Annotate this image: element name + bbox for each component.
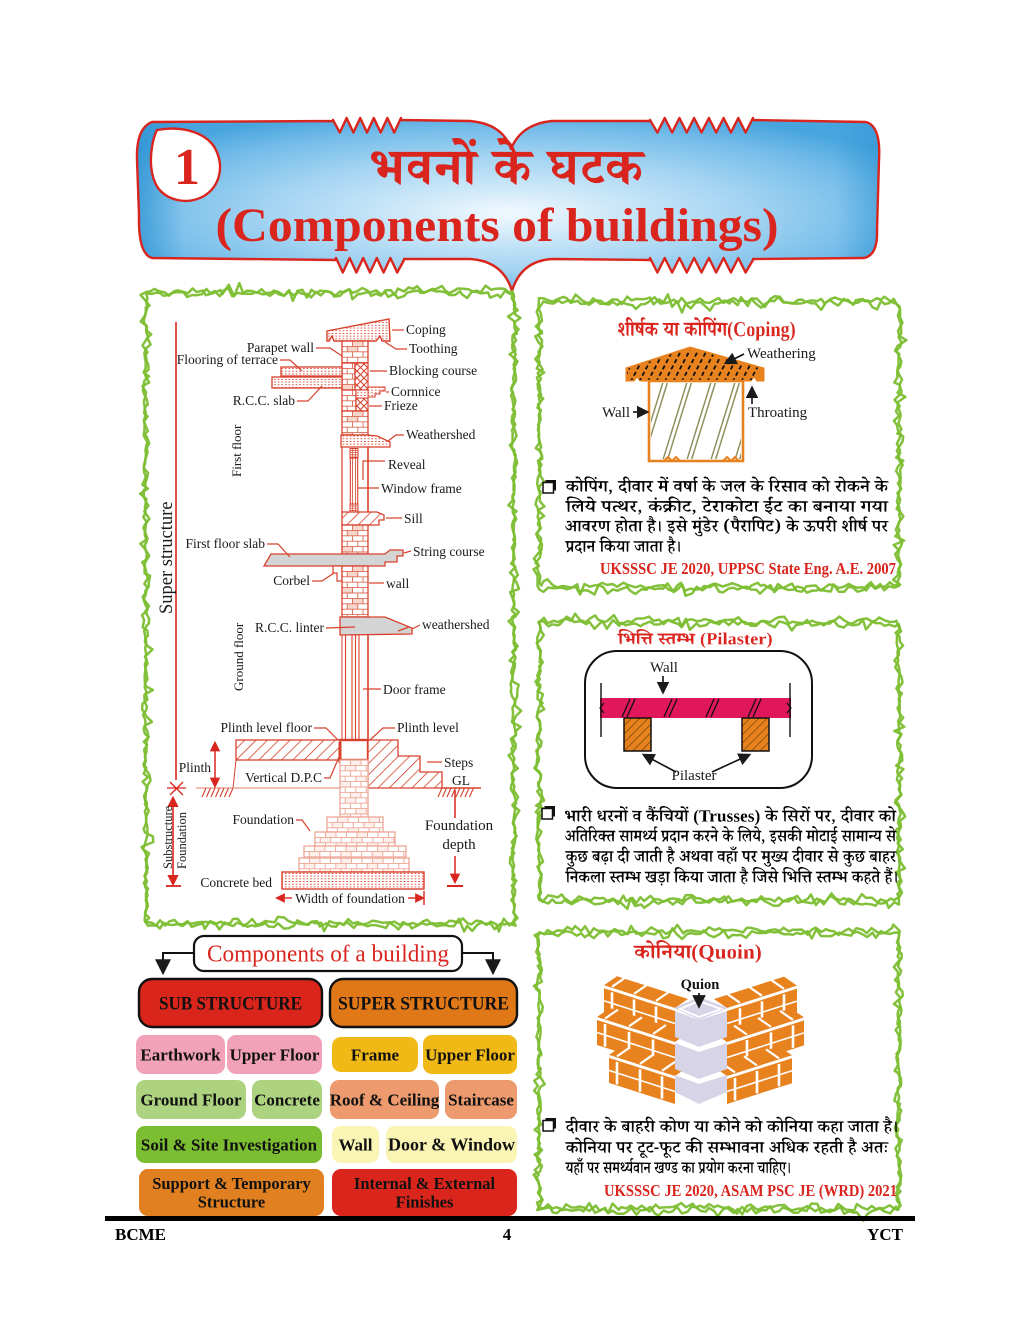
svg-text:Substructure: Substructure — [161, 805, 175, 869]
svg-text:Window frame: Window frame — [381, 481, 462, 496]
svg-text:Pilaster: Pilaster — [672, 768, 717, 784]
svg-text:Earthwork: Earthwork — [140, 1045, 221, 1064]
svg-text:Roof & Ceiling: Roof & Ceiling — [330, 1090, 440, 1109]
svg-text:1: 1 — [174, 139, 200, 196]
svg-text:Cornnice: Cornnice — [391, 384, 441, 399]
svg-text:(Components of buildings): (Components of buildings) — [216, 199, 779, 252]
svg-text:First floor slab: First floor slab — [186, 536, 266, 551]
svg-text:Foundation: Foundation — [232, 812, 294, 827]
svg-text:Soil & Site Investigation: Soil & Site Investigation — [141, 1135, 318, 1154]
svg-text:Concrete: Concrete — [254, 1090, 320, 1109]
svg-text:Door & Window: Door & Window — [388, 1135, 515, 1155]
svg-text:weathershed: weathershed — [422, 617, 490, 632]
svg-text:Coping: Coping — [406, 322, 446, 337]
svg-text:Concrete bed: Concrete bed — [200, 875, 272, 890]
svg-text:Throating: Throating — [748, 405, 808, 421]
svg-text:Super structure: Super structure — [157, 501, 177, 614]
svg-text:wall: wall — [386, 576, 409, 591]
svg-text:First floor: First floor — [229, 424, 244, 477]
svg-text:Internal & External: Internal & External — [354, 1174, 496, 1193]
svg-text:Sill: Sill — [404, 511, 423, 526]
svg-text:Wall: Wall — [602, 405, 630, 421]
svg-text:Frieze: Frieze — [384, 398, 418, 413]
svg-text:4: 4 — [503, 1225, 512, 1244]
svg-text:Quion: Quion — [681, 977, 720, 993]
svg-text:Weathershed: Weathershed — [406, 427, 476, 442]
svg-text:Plinth level: Plinth level — [397, 720, 459, 735]
svg-text:Structure: Structure — [198, 1192, 266, 1211]
svg-text:R.C.C. linter: R.C.C. linter — [255, 620, 325, 635]
svg-text:Blocking course: Blocking course — [389, 363, 477, 378]
svg-text:Weathering: Weathering — [747, 346, 816, 362]
svg-text:Foundation: Foundation — [175, 811, 189, 869]
svg-text:Upper Floor: Upper Floor — [425, 1045, 515, 1064]
svg-text:Foundation: Foundation — [425, 818, 494, 834]
svg-text:Corbel: Corbel — [273, 573, 310, 588]
svg-text:Plinth level floor: Plinth level floor — [221, 720, 313, 735]
svg-text:Reveal: Reveal — [388, 457, 426, 472]
svg-text:Support & Temporary: Support & Temporary — [152, 1174, 311, 1193]
svg-text:Plinth: Plinth — [179, 760, 212, 775]
svg-text:String course: String course — [413, 544, 485, 559]
svg-text:Steps: Steps — [444, 755, 473, 770]
svg-text:GL: GL — [452, 773, 470, 788]
svg-text:Frame: Frame — [351, 1045, 400, 1064]
svg-text:YCT: YCT — [867, 1225, 904, 1244]
svg-text:SUB STRUCTURE: SUB STRUCTURE — [159, 994, 302, 1015]
svg-text:R.C.C. slab: R.C.C. slab — [233, 393, 296, 408]
svg-text:Ground floor: Ground floor — [231, 622, 246, 691]
svg-text:Door frame: Door frame — [383, 682, 446, 697]
svg-text:Toothing: Toothing — [409, 341, 458, 356]
svg-text:Finishes: Finishes — [396, 1192, 454, 1211]
svg-text:Vertical D.P.C: Vertical D.P.C — [245, 770, 322, 785]
svg-text:Ground Floor: Ground Floor — [140, 1090, 242, 1109]
svg-text:depth: depth — [442, 837, 476, 853]
svg-text:UKSSSC JE 2020, UPPSC State En: UKSSSC JE 2020, UPPSC State Eng. A.E. 20… — [600, 559, 896, 578]
svg-text:SUPER STRUCTURE: SUPER STRUCTURE — [338, 994, 509, 1015]
svg-text:BCME: BCME — [115, 1225, 166, 1244]
svg-text:Flooring of terrace: Flooring of terrace — [177, 352, 278, 367]
svg-text:Wall: Wall — [650, 660, 678, 676]
svg-text:Components of a building: Components of a building — [207, 942, 449, 968]
svg-text:Parapet wall: Parapet wall — [247, 340, 314, 355]
svg-text:UKSSSC JE 2020, ASAM PSC JE (W: UKSSSC JE 2020, ASAM PSC JE (WRD) 2021 — [604, 1181, 897, 1200]
svg-text:Staircase: Staircase — [448, 1090, 514, 1109]
svg-text:Width of foundation: Width of foundation — [295, 891, 405, 906]
svg-text:Wall: Wall — [338, 1135, 372, 1154]
svg-text:Upper Floor: Upper Floor — [230, 1045, 320, 1064]
